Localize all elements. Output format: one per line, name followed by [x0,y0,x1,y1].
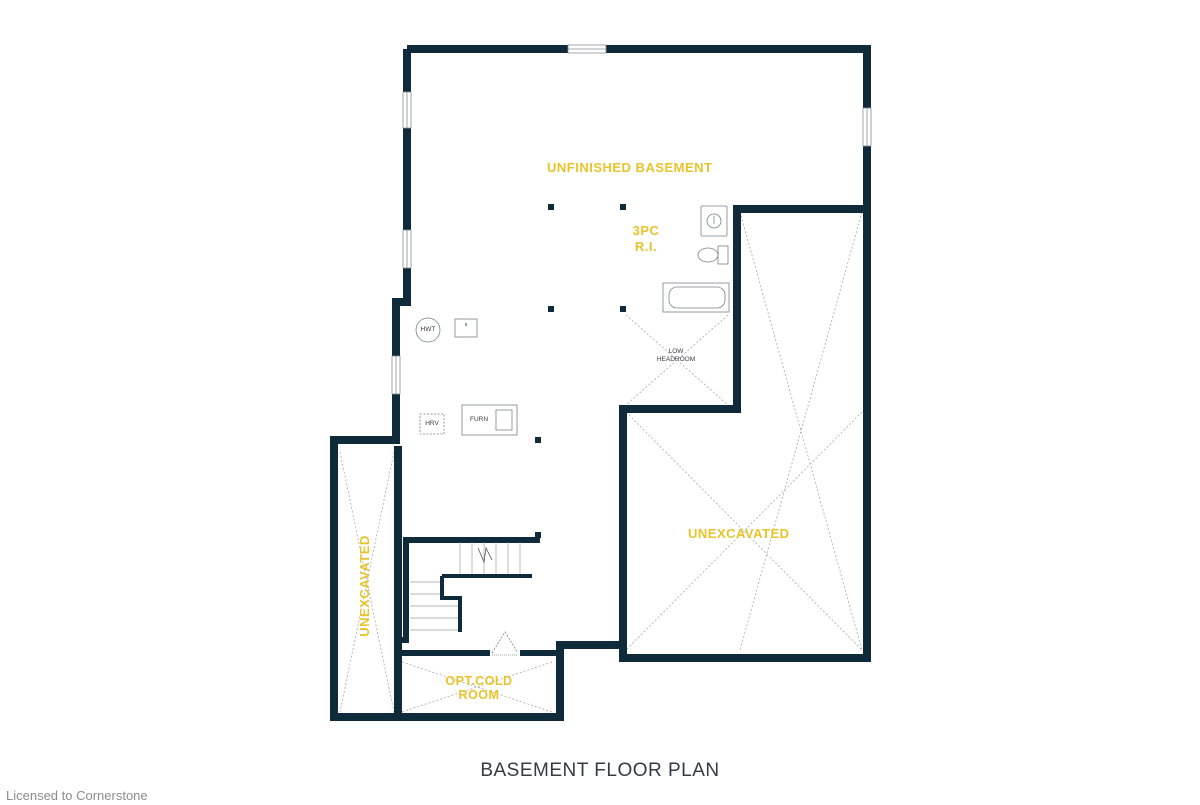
license-watermark: Licensed to Cornerstone [6,788,148,803]
toilet-tank-icon [717,245,729,265]
hot-water-tank-icon [415,317,441,343]
bath-rough-in-line1: 3PC [632,223,660,238]
cold-room-line2: ROOM [458,688,500,702]
cold-room-line1: OPT.COLD [445,674,513,688]
mechanical-fixtures [415,317,518,436]
outer-wall [407,45,871,662]
stair-landing-wall [440,574,532,632]
bath-rough-in-line2: R.I. [634,239,658,254]
low-headroom-line1: LOW [668,348,684,355]
stair-wall [395,530,540,643]
fixture-label-furnace: FURN [469,416,489,423]
structural-posts [535,204,626,538]
outer-wall-left [330,49,619,721]
fixture-label-hwt: HWT [420,326,436,333]
windows [391,44,872,395]
toilet-bowl-icon [697,247,719,263]
laundry-tub-icon [454,318,478,338]
doors [491,631,519,656]
plan-title: BASEMENT FLOOR PLAN [480,760,720,781]
cold-room-door [491,631,519,654]
bathroom-fixtures [662,205,730,313]
room-label-cold-room: OPT.COLD ROOM [437,674,521,702]
fixture-label-low-headroom: LOW HEADROOM [646,348,706,364]
room-label-unfinished-basement: UNFINISHED BASEMENT [547,160,713,175]
room-label-unexcavated-left: UNEXCAVATED [357,535,372,637]
room-label-unexcavated-right: UNEXCAVATED [688,526,790,541]
hrv-icon [419,413,445,435]
stair-treads [410,542,521,631]
room-label-bath-rough-in: 3PC R.I. [618,223,674,255]
fixture-label-hrv: HRV [425,420,439,427]
cold-room-wall [398,650,563,717]
low-headroom-line2: HEADROOM [656,356,696,363]
unexcavated-diagonals [339,211,863,713]
